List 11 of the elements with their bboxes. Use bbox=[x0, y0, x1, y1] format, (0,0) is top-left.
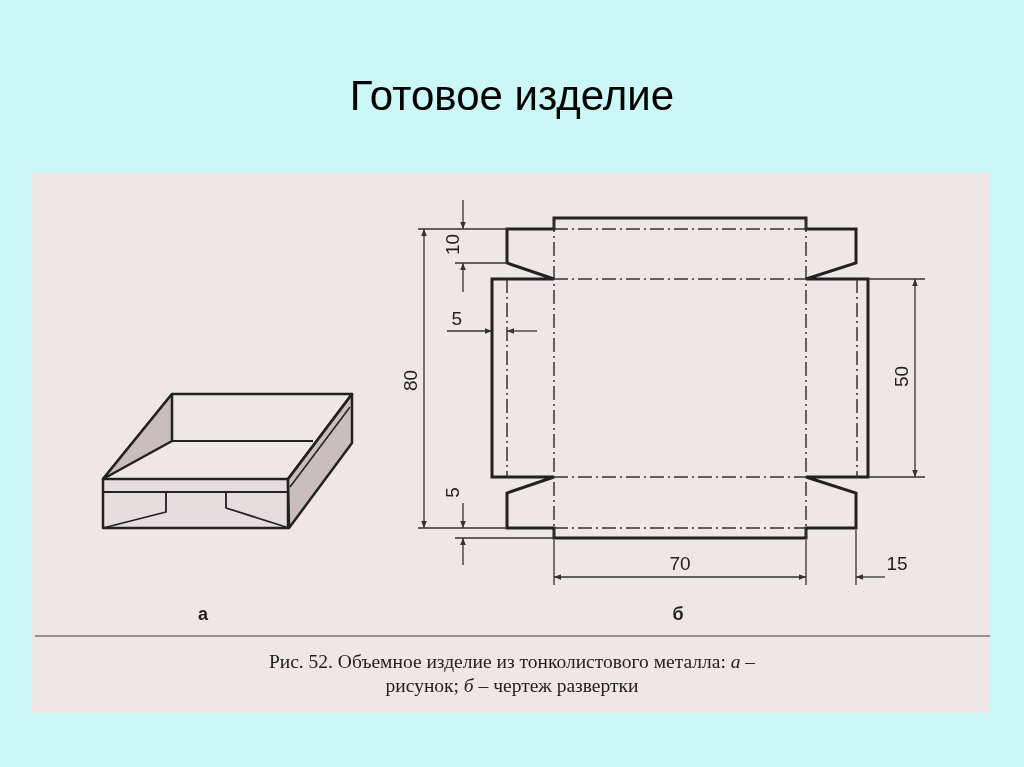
figure-label: б bbox=[672, 603, 684, 625]
figure-caption: Рис. 52. Объемное изделие из тонколистового металла: а – рисунок; б – чертеж развертки bbox=[267, 650, 757, 698]
dimension-value: 15 bbox=[886, 553, 908, 573]
dimension-value: 50 bbox=[891, 365, 911, 387]
dimension-value: 5 bbox=[451, 308, 463, 328]
figure-label: а bbox=[198, 603, 208, 625]
slide-title: Готовое изделие bbox=[348, 72, 676, 120]
dimension-value: 5 bbox=[442, 486, 462, 498]
dimension-value: 80 bbox=[400, 369, 420, 391]
dimension-value: 70 bbox=[669, 553, 691, 573]
dimension-value: 10 bbox=[442, 233, 462, 255]
